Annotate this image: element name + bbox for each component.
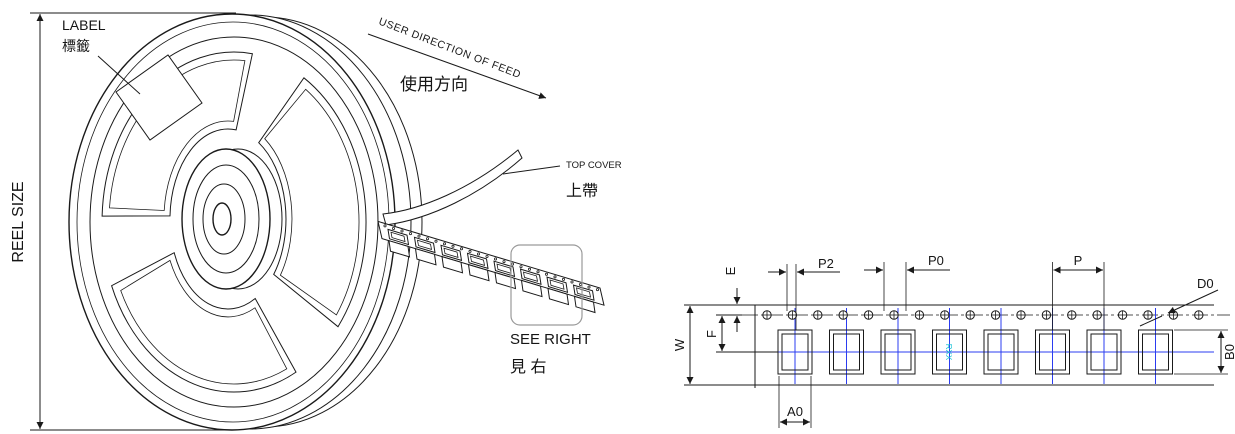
carrier-tape-sprocket-hole — [528, 267, 532, 271]
see-right-text-en: SEE RIGHT — [510, 331, 591, 348]
reel-window-inner-edge — [120, 259, 288, 385]
carrier-tape-sprocket-hole — [417, 234, 421, 238]
b0-label: B0 — [1222, 344, 1235, 360]
carrier-tape-pocket-body — [388, 239, 411, 258]
pocket-outline — [932, 329, 967, 375]
carrier-tape-sprocket-hole — [391, 226, 395, 230]
p0-label: P0 — [928, 253, 944, 268]
w-label: W — [672, 338, 687, 351]
carrier-tape-sprocket-hole — [596, 288, 600, 292]
carrier-tape-pocket-floor — [549, 279, 565, 290]
d0-leader-line — [1167, 289, 1219, 314]
carrier-tape-pocket-floor — [443, 247, 459, 258]
top-cover-leader-line — [502, 165, 561, 175]
d0-leader-tail — [1139, 315, 1163, 327]
carrier-tape-sprocket-hole — [442, 242, 446, 246]
see-right-callout-box — [510, 244, 583, 326]
reel-drawing: REEL SIZE LABEL 標籤 USER DIRECTION OF FEE… — [10, 12, 622, 431]
pocket-inner-outline — [987, 333, 1015, 371]
carrier-tape-sprocket-hole — [579, 282, 583, 286]
carrier-tape-pocket-floor — [469, 255, 486, 266]
reel-center-hole — [212, 202, 232, 236]
carrier-tape-pocket-body — [441, 255, 464, 274]
pocket-inner-outline — [936, 333, 963, 371]
top-cover-text-zh: 上帶 — [566, 182, 598, 200]
carrier-tape-pocket-floor — [575, 287, 592, 298]
carrier-tape-sprocket-hole — [476, 252, 480, 256]
a0-label: A0 — [787, 404, 803, 419]
reel-size-label: REEL SIZE — [10, 181, 27, 262]
carrier-tape-sprocket-hole — [570, 280, 574, 284]
carrier-tape-sprocket-hole — [536, 270, 540, 274]
carrier-tape-sprocket-hole — [425, 237, 429, 241]
carrier-tape-pocket-floor — [390, 231, 406, 243]
reel-hub-boss — [202, 183, 246, 255]
e-label: E — [723, 266, 738, 275]
reel-window — [258, 77, 367, 328]
carrier-tape-sprocket-hole — [434, 239, 438, 243]
tape-dimension-drawing: RXX W F E P2 P0 P D0 — [672, 253, 1235, 428]
reel-label-area — [115, 54, 203, 141]
carrier-tape-sprocket-hole — [519, 265, 523, 269]
carrier-tape-sprocket-hole — [383, 224, 387, 228]
top-cover-text-en: TOP COVER — [566, 160, 622, 171]
pocket-outline — [983, 329, 1019, 375]
pocket-outline — [1138, 329, 1173, 375]
d0-label: D0 — [1197, 276, 1214, 291]
carrier-tape-sprocket-hole — [459, 247, 463, 251]
carrier-tape-sprocket-hole — [485, 254, 489, 258]
pocket-inner-outline — [833, 333, 860, 371]
carrier-tape-sprocket-hole — [451, 244, 455, 248]
carrier-tape-sprocket-hole — [562, 277, 566, 281]
carrier-tape-pocket-body — [467, 263, 490, 282]
carrier-tape-pocket-body — [547, 287, 570, 306]
pocket-outline — [880, 329, 916, 375]
carrier-tape-pocket-body — [414, 248, 437, 266]
carrier-tape-sprocket-hole — [587, 285, 591, 289]
feed-direction-arrow — [367, 33, 547, 99]
label-leader-line — [97, 55, 141, 95]
carrier-tape-sprocket-hole — [510, 262, 514, 266]
carrier-tape-sprocket-hole — [493, 257, 497, 261]
reel-window — [110, 251, 297, 393]
see-right-text-zh: 見 右 — [510, 358, 546, 376]
reel-windows — [101, 51, 367, 393]
carrier-tape-sprocket-hole — [502, 260, 506, 264]
carrier-tape-pocket-floor — [522, 271, 539, 282]
label-text-en: LABEL — [62, 17, 106, 33]
carrier-tape-pocket-body — [520, 279, 543, 298]
f-label: F — [704, 330, 719, 338]
feed-direction-text-zh: 使用方向 — [400, 74, 468, 94]
reel-hub-ring — [192, 164, 260, 274]
feed-direction-text-en: USER DIRECTION OF FEED — [377, 16, 523, 81]
pocket-marking-text: RXX — [944, 344, 953, 361]
pocket-inner-outline — [1142, 333, 1169, 371]
sprocket-holes — [762, 310, 1204, 320]
carrier-tape-pocket-body — [494, 271, 517, 290]
label-text-zh: 標籤 — [62, 38, 90, 54]
reel-window-inner-edge — [264, 88, 360, 316]
carrier-tape-sprocket-hole — [400, 229, 404, 233]
pocket-vertical-centerlines — [794, 308, 1156, 384]
carrier-tape-sprocket-hole — [553, 275, 557, 279]
carrier-tape-sprocket-hole — [408, 232, 412, 236]
p-label: P — [1074, 253, 1083, 268]
pocket-inner-outline — [1090, 333, 1118, 371]
carrier-tape-sprocket-hole — [468, 249, 472, 253]
pocket-inner-outline — [781, 333, 809, 371]
carrier-tape-sprocket-hole — [545, 272, 549, 276]
carrier-tape-band — [377, 220, 605, 306]
pocket-inner-outline — [1039, 333, 1066, 371]
p2-label: P2 — [818, 256, 834, 271]
pocket-outline — [829, 329, 864, 375]
reel — [68, 13, 423, 431]
carrier-tape — [377, 220, 605, 314]
carrier-tape-pocket-body — [573, 295, 596, 314]
pocket-inner-outline — [884, 333, 912, 371]
top-cover-film — [382, 149, 523, 226]
reel-window — [101, 51, 253, 217]
reel-window-inner-edge — [109, 59, 246, 211]
carrier-tape-pocket-floor — [416, 239, 433, 250]
